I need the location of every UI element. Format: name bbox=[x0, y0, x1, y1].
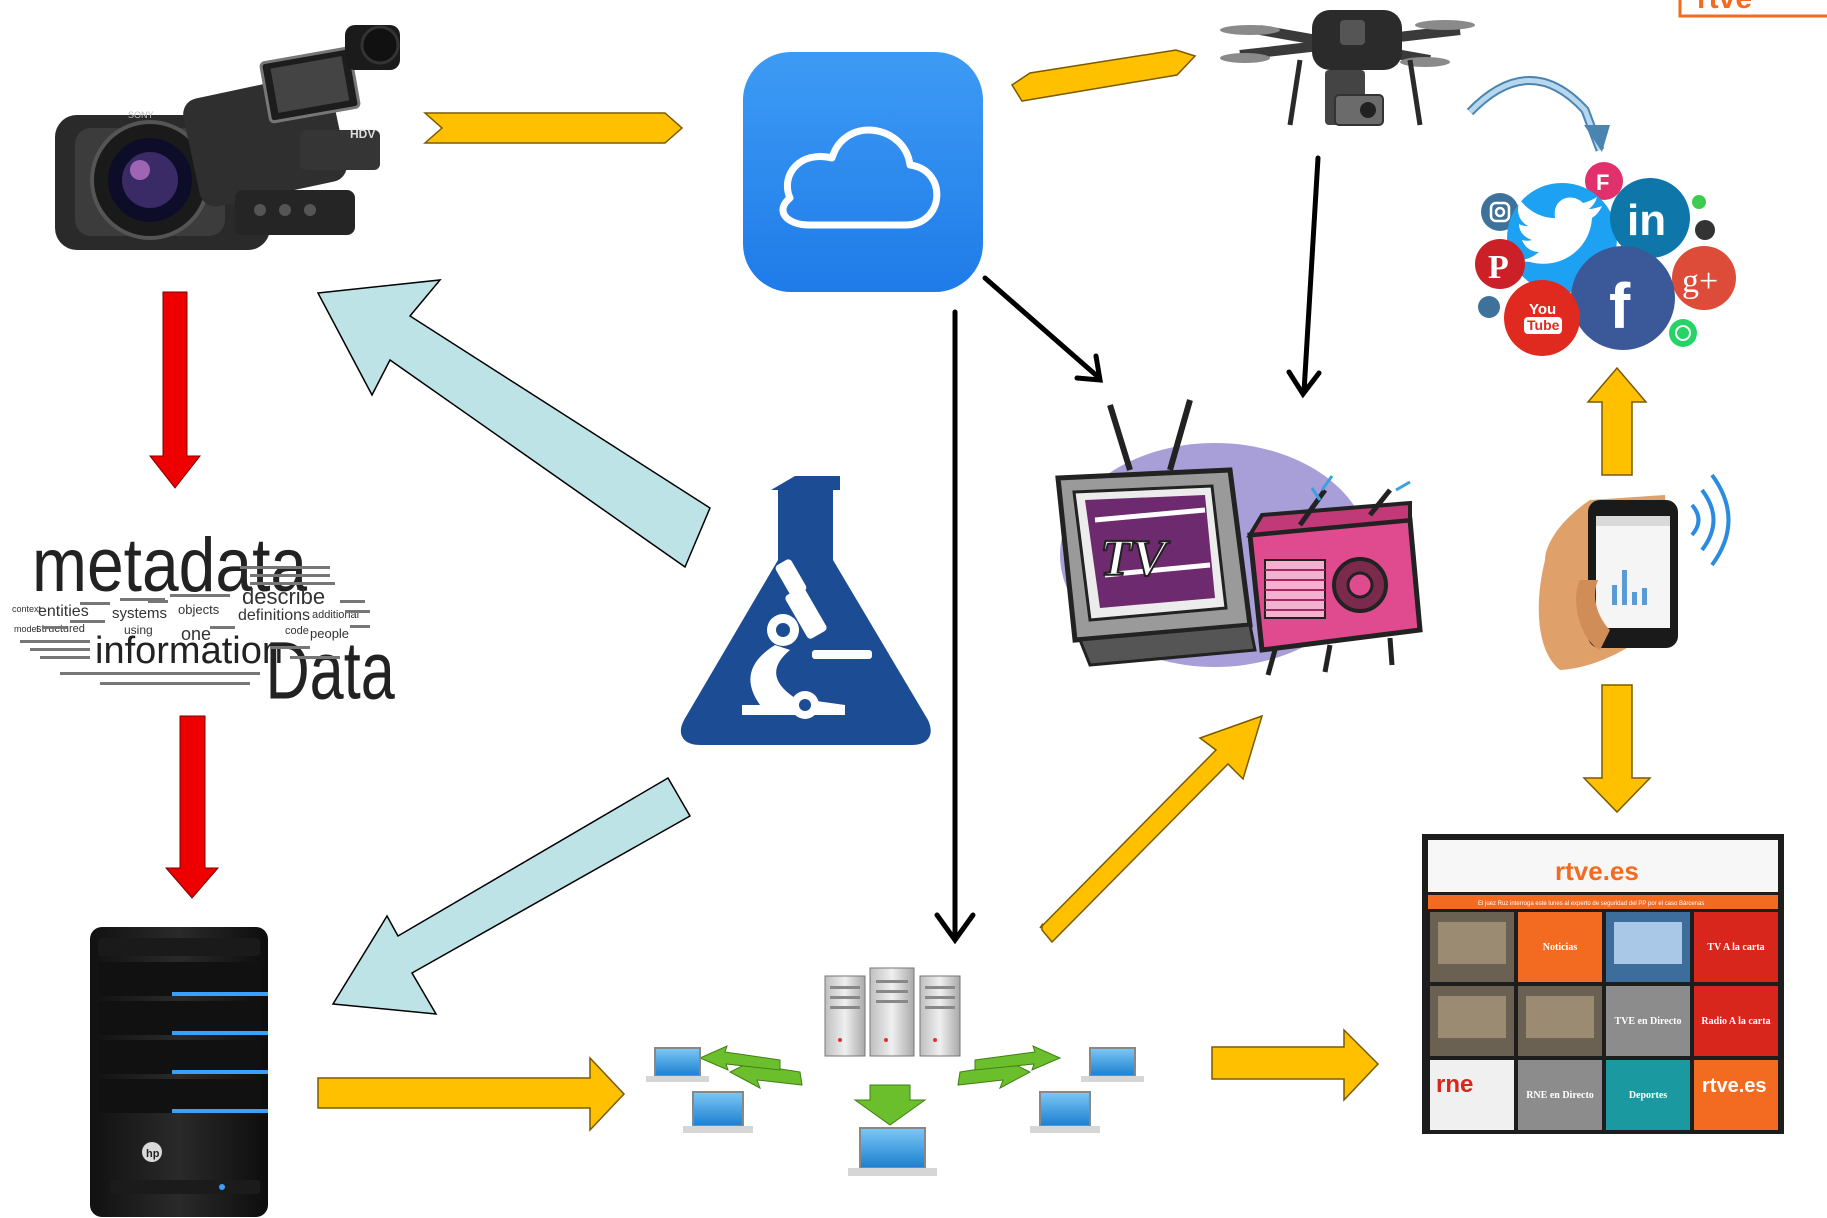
word-people: people bbox=[310, 626, 349, 641]
word-entities: entities bbox=[38, 603, 89, 620]
icloud-icon[interactable] bbox=[743, 52, 983, 292]
foursquare-icon bbox=[1585, 162, 1623, 200]
yellow-arrows bbox=[317, 49, 1652, 1132]
camera-hdv-badge: HDV bbox=[350, 127, 375, 141]
smartphone-icon bbox=[1538, 473, 1731, 670]
arrow-drone-to-cloud bbox=[1010, 49, 1197, 102]
arrow-lab-to-cloud bbox=[316, 279, 711, 569]
camera-brand-label: SONY bbox=[128, 110, 154, 120]
arrow-drone-to-social bbox=[1466, 76, 1610, 152]
svg-text:P: P bbox=[1488, 249, 1509, 286]
arrow-network-to-tablet bbox=[1211, 1028, 1380, 1102]
word-data: Data bbox=[266, 626, 396, 717]
word-information: information bbox=[95, 630, 283, 672]
microscope-icon bbox=[742, 559, 872, 719]
tablet-logo: rtve.es bbox=[1555, 856, 1639, 886]
word-code: code bbox=[285, 625, 309, 637]
metadata-word-cloud: metadata Data information describe defin… bbox=[12, 524, 396, 717]
tablet-tile-label: Radio A la carta bbox=[1701, 1016, 1770, 1027]
word-model: model bbox=[14, 624, 39, 634]
word-definitions: definitions bbox=[238, 607, 310, 624]
science-lab-flask-icon bbox=[680, 476, 931, 745]
tablet-tile[interactable] bbox=[1606, 1060, 1690, 1130]
video-camera-icon: HDV SONY bbox=[55, 25, 400, 250]
pinterest-icon bbox=[1475, 239, 1525, 289]
tablet-tile[interactable] bbox=[1518, 1060, 1602, 1130]
arrow-phone-to-tablet bbox=[1582, 684, 1652, 814]
tablet-tile-label: rne bbox=[1436, 1071, 1473, 1098]
tablet-tile-photo bbox=[1526, 996, 1594, 1038]
red-arrows bbox=[148, 291, 220, 899]
word-cloud-filler bbox=[20, 566, 370, 685]
distribution-arrows bbox=[698, 1045, 1062, 1126]
rtve-corner-logo: rtve bbox=[1678, 0, 1827, 18]
social-networks-icon: F in P g+ f You Tube bbox=[1475, 162, 1736, 356]
linkedin-icon bbox=[1610, 178, 1690, 258]
tablet-tile-label: Deportes bbox=[1629, 1090, 1667, 1101]
tablet-headline: El juez Ruz interroga este lunes al expe… bbox=[1478, 901, 1704, 907]
tablet-tile-label: Noticias bbox=[1543, 942, 1578, 953]
tablet-tile[interactable] bbox=[1694, 986, 1778, 1056]
tablet-tile-label: TV A la carta bbox=[1707, 942, 1764, 953]
arrow-cloud-to-tv bbox=[982, 275, 1100, 379]
facebook-text: f bbox=[1609, 270, 1631, 342]
storage-server-icon: hp bbox=[90, 927, 268, 1217]
arrow-camera-to-cloud bbox=[423, 112, 684, 144]
word-systems: systems bbox=[112, 605, 167, 622]
gplus-text: g+ bbox=[1682, 263, 1718, 300]
drone-icon bbox=[1220, 10, 1475, 126]
laptop-icons bbox=[646, 1047, 1144, 1176]
tablet-tile[interactable] bbox=[1430, 1060, 1514, 1130]
tv-radio-icon: TV bbox=[1055, 399, 1423, 676]
youtube-text-1: You bbox=[1529, 301, 1556, 318]
word-describe: describe bbox=[242, 584, 325, 609]
tablet-tile-photo bbox=[1614, 922, 1682, 964]
arrow-phone-to-social bbox=[1586, 366, 1648, 476]
arrow-metadata-to-storage bbox=[164, 715, 220, 899]
google-plus-icon bbox=[1672, 246, 1736, 310]
youtube-text-2: Tube bbox=[1527, 317, 1560, 333]
tablet-tile[interactable] bbox=[1606, 986, 1690, 1056]
tablet-tile[interactable] bbox=[1694, 1060, 1778, 1130]
tablet-tile-photo bbox=[1438, 922, 1506, 964]
lightblue-arrows bbox=[316, 279, 711, 1015]
black-arrows bbox=[934, 155, 1322, 945]
word-objects: objects bbox=[178, 602, 220, 617]
linkedin-text: in bbox=[1627, 196, 1666, 245]
arrow-storage-to-network bbox=[317, 1056, 626, 1132]
word-context: context bbox=[12, 604, 42, 614]
tablet-tile-photo bbox=[1438, 996, 1506, 1038]
instagram-icon bbox=[1481, 193, 1519, 231]
arrow-lab-to-storage bbox=[331, 776, 692, 1015]
corner-logo-text: rtve bbox=[1697, 0, 1752, 15]
arrow-camera-to-metadata bbox=[148, 291, 202, 489]
arrow-network-to-tv bbox=[1039, 714, 1264, 944]
tablet-tile-label: RNE en Directo bbox=[1526, 1090, 1594, 1101]
svg-text:F: F bbox=[1596, 170, 1609, 195]
arrow-drone-to-tv bbox=[1301, 155, 1321, 395]
tablet-tile[interactable] bbox=[1518, 912, 1602, 982]
tv-screen-text: TV bbox=[1100, 530, 1171, 587]
whatsapp-icon bbox=[1669, 319, 1697, 347]
word-using: using bbox=[124, 623, 153, 637]
distribution-network-icon bbox=[646, 967, 1144, 1176]
tablet-tile-label: TVE en Directo bbox=[1614, 1016, 1681, 1027]
server-rack-group bbox=[824, 967, 961, 1057]
facebook-icon bbox=[1571, 246, 1675, 350]
storage-logo: hp bbox=[146, 1148, 160, 1160]
wireless-signal-icon bbox=[1690, 473, 1731, 567]
tablet-tile-label: rtve.es bbox=[1702, 1075, 1767, 1097]
word-one: one bbox=[181, 624, 211, 644]
tablet-tile[interactable] bbox=[1694, 912, 1778, 982]
